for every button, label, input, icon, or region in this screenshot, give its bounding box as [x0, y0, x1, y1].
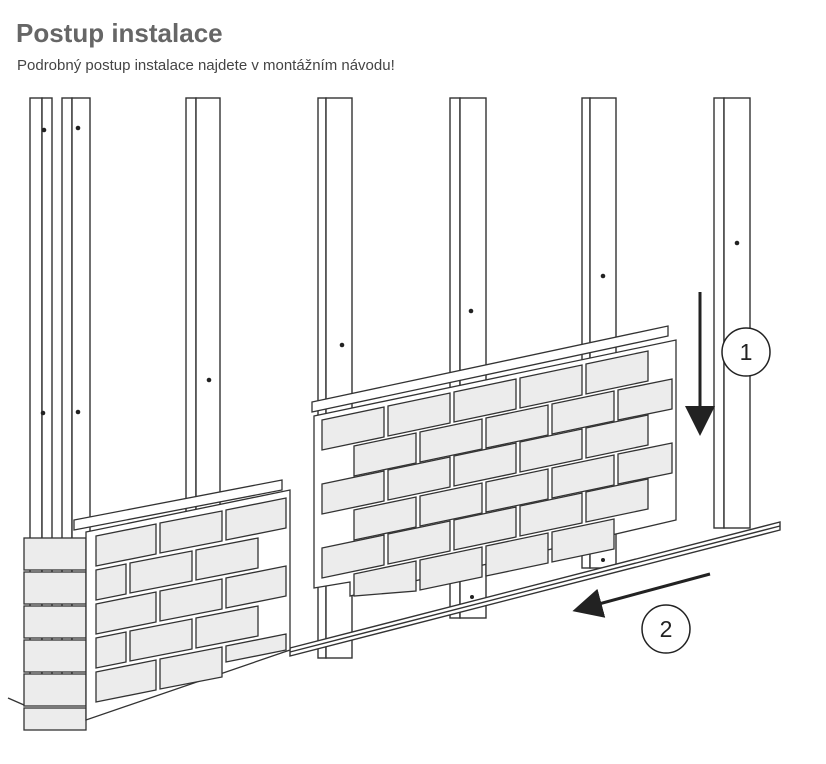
page-title: Postup instalace [16, 18, 223, 48]
new-panel-top-flange [311, 325, 669, 413]
batten-7 [713, 97, 751, 529]
step-badge-1: 1 [721, 327, 771, 377]
starter-rail [289, 521, 781, 657]
step-number-2: 2 [660, 616, 673, 642]
nails [40, 125, 740, 599]
page-subtitle: Podrobný postup instalace najdete v mont… [17, 57, 395, 74]
arrow-left [572, 572, 711, 618]
step-number-1: 1 [740, 339, 753, 365]
corner-bricks [23, 537, 87, 731]
installed-panels [23, 479, 291, 731]
ground-line [7, 697, 25, 706]
new-panel-bricks [321, 350, 673, 597]
left-panel-bricks [95, 497, 287, 703]
new-panel [311, 325, 677, 597]
panel-top-flange [73, 479, 283, 531]
step-badge-2: 2 [641, 604, 691, 654]
